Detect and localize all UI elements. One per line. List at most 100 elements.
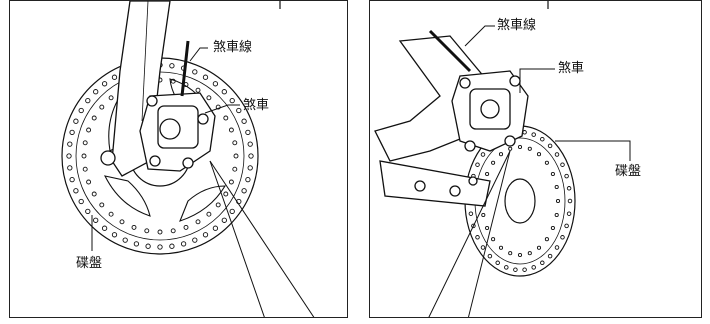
rotor-hole <box>85 208 91 215</box>
rotor-hole <box>475 235 480 240</box>
rotor-hole <box>228 127 234 133</box>
rotor-hole <box>491 160 496 165</box>
rotor-hole <box>69 129 75 136</box>
rotor-hole <box>531 132 536 137</box>
rotor-hole <box>554 245 560 250</box>
rotor-hole <box>223 115 229 121</box>
rotor-label: 碟盤 <box>615 164 642 179</box>
rotor-hole <box>527 251 532 256</box>
rotor-hole <box>99 104 105 110</box>
rotor-hole <box>498 152 504 157</box>
rotor-hole <box>111 74 118 80</box>
rotor-hole <box>560 235 565 240</box>
rotor-hole <box>206 95 212 101</box>
rotor-hole <box>85 97 91 104</box>
rotor-hole <box>99 202 105 208</box>
rotor-hole <box>485 225 490 231</box>
rotor-hole <box>108 95 114 101</box>
rotor-hole <box>69 176 75 183</box>
callout-leaders <box>91 47 240 251</box>
brake-cable-label: 煞車線 <box>497 18 537 33</box>
rotor-hole <box>564 173 569 179</box>
rotor-hole <box>540 136 545 142</box>
brake-cable <box>180 40 190 97</box>
rotor-hole <box>245 176 251 183</box>
rotor-hole <box>157 229 163 235</box>
rotor-hole <box>232 166 238 172</box>
left-brake-illustration-panel: 煞車線 煞車 碟盤 <box>9 0 348 318</box>
rotor-hole <box>550 225 555 231</box>
rotor-hole <box>241 188 247 194</box>
rotor-hole <box>183 224 189 230</box>
rotor-hole <box>195 87 201 93</box>
rotor-hole <box>498 245 504 250</box>
rotor-hole <box>223 191 229 197</box>
rotor-hole <box>119 219 125 225</box>
rotor-hole <box>86 179 92 185</box>
rotor-hole <box>517 144 523 150</box>
rotor-hole <box>221 89 227 95</box>
rotor-hole <box>93 89 99 95</box>
rotor-hole <box>229 208 235 215</box>
rotor-hole <box>536 245 542 250</box>
rotor-hole <box>245 129 251 136</box>
rotor-hole <box>221 217 227 223</box>
rotor-hole <box>480 245 486 250</box>
rotor-hole <box>508 146 513 151</box>
rotor-hole <box>82 166 88 172</box>
rotor-hole <box>232 140 238 146</box>
rotor-hole <box>554 184 559 190</box>
rotor-hole <box>192 69 198 75</box>
rotor-hole <box>192 237 198 243</box>
rotor-hole <box>567 198 573 204</box>
rotor-hole <box>247 141 253 147</box>
fork-leg <box>111 1 171 177</box>
rotor-hole <box>212 81 219 87</box>
rotor-hole <box>540 260 545 266</box>
rotor-hole <box>93 217 99 223</box>
rotor-hole <box>67 165 73 171</box>
rotor-hole <box>195 219 201 225</box>
rotor-hole <box>202 74 209 80</box>
rotor-hole <box>547 253 553 259</box>
brake-caliper <box>451 70 529 152</box>
rotor-hole <box>517 252 523 258</box>
rotor-hole <box>544 237 549 242</box>
brake-caliper-label: 煞車 <box>243 98 270 113</box>
rotor-hole <box>170 228 176 234</box>
rotor-hole <box>236 107 242 114</box>
rotor-hole <box>82 140 88 146</box>
rotor-hole <box>513 267 518 272</box>
rotor-hole <box>111 232 118 238</box>
rotor-hole <box>566 211 572 216</box>
rotor-hole <box>229 97 235 104</box>
rotor-hole <box>81 153 87 159</box>
rotor-hole <box>560 162 565 167</box>
rotor-hole <box>108 211 114 217</box>
view-cone-lines <box>209 160 315 317</box>
rotor-hole <box>536 152 542 157</box>
brake-caliper <box>100 92 216 172</box>
rotor-hole <box>101 225 108 231</box>
rotor-hole <box>180 241 187 247</box>
rotor-hole <box>504 265 509 270</box>
rotor-hole <box>495 260 500 266</box>
rotor-hole <box>475 162 480 167</box>
callout-leaders <box>464 25 631 161</box>
brake-cable <box>428 29 472 73</box>
rotor-hole <box>233 153 239 159</box>
rotor-hole <box>67 141 73 147</box>
rotor-hole <box>491 237 496 242</box>
rotor-hole <box>487 253 493 259</box>
rotor-hole <box>554 152 560 157</box>
rotor-hole <box>247 165 253 171</box>
rotor-hole <box>169 243 175 249</box>
rotor-hole <box>91 115 97 121</box>
rotor-hole <box>101 81 108 87</box>
rotor-hole <box>547 143 553 149</box>
rotor-hole <box>248 153 254 159</box>
rotor-hole <box>78 107 84 114</box>
rotor-hole <box>550 171 555 177</box>
rotor-hole <box>122 237 128 243</box>
rotor-hole <box>86 127 92 133</box>
